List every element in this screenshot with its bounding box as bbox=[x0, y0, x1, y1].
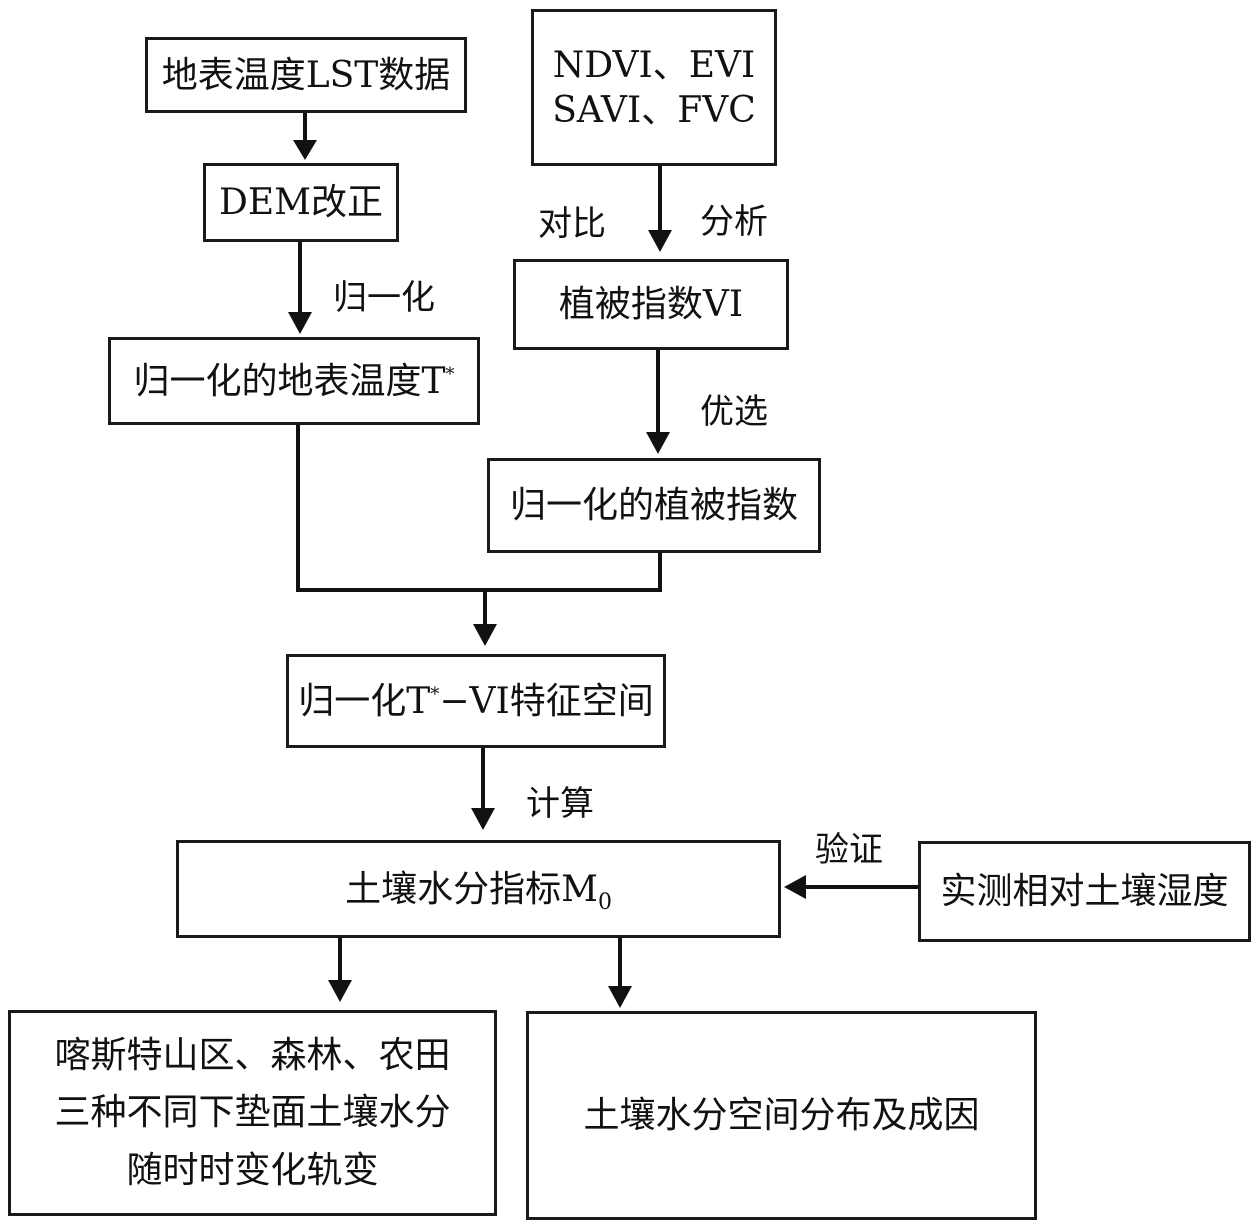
label-normalize: 归一化 bbox=[333, 278, 435, 318]
vegetation-index-box: 植被指数VI bbox=[513, 259, 789, 350]
feature-space-text: 归一化T*−VI特征空间 bbox=[298, 680, 654, 722]
arrow-merge-to-space-head bbox=[473, 624, 497, 646]
temporal-variation-line1: 喀斯特山区、森林、农田 bbox=[54, 1034, 451, 1076]
temporal-variation-box: 喀斯特山区、森林、农田 三种不同下垫面土壤水分 随时时变化轨变 bbox=[8, 1010, 497, 1216]
label-select: 优选 bbox=[700, 392, 768, 432]
vegetation-indices-line2: SAVI、FVC bbox=[552, 89, 756, 131]
lst-data-box: 地表温度LST数据 bbox=[145, 37, 467, 113]
label-calculate: 计算 bbox=[526, 784, 594, 824]
normalized-vi-box: 归一化的植被指数 bbox=[487, 458, 821, 553]
arrow-indices-to-vi-head bbox=[648, 230, 672, 252]
normalized-lst-box: 归一化的地表温度T* bbox=[108, 337, 480, 425]
vegetation-index-text: 植被指数VI bbox=[558, 284, 744, 325]
arrow-lst-to-dem-head bbox=[293, 140, 317, 160]
arrow-smi-to-out2-head bbox=[608, 986, 632, 1008]
dem-correction-text: DEM改正 bbox=[218, 182, 383, 223]
temporal-variation-line3: 随时时变化轨变 bbox=[126, 1149, 379, 1191]
arrow-smi-to-out1-head bbox=[328, 980, 352, 1002]
dem-correction-box: DEM改正 bbox=[203, 163, 399, 242]
normalized-vi-text: 归一化的植被指数 bbox=[509, 485, 798, 526]
label-compare: 对比 bbox=[538, 204, 606, 244]
label-analyze: 分析 bbox=[700, 202, 768, 242]
feature-space-box: 归一化T*−VI特征空间 bbox=[286, 654, 666, 748]
measured-soil-moisture-box: 实测相对土壤湿度 bbox=[918, 841, 1251, 942]
merge-line bbox=[296, 425, 662, 592]
arrow-space-to-smi-head bbox=[471, 808, 495, 830]
soil-moisture-index-text: 土壤水分指标M0 bbox=[345, 868, 612, 915]
soil-moisture-index-box: 土壤水分指标M0 bbox=[176, 840, 781, 938]
arrow-dem-to-normt-head bbox=[288, 312, 312, 334]
spatial-distribution-box: 土壤水分空间分布及成因 bbox=[526, 1011, 1037, 1220]
temporal-variation-line2: 三种不同下垫面土壤水分 bbox=[54, 1092, 451, 1134]
vegetation-indices-box: NDVI、EVI SAVI、FVC bbox=[531, 9, 777, 166]
vegetation-indices-line1: NDVI、EVI bbox=[552, 44, 756, 86]
measured-soil-moisture-text: 实测相对土壤湿度 bbox=[940, 871, 1229, 912]
normalized-lst-text: 归一化的地表温度T* bbox=[133, 360, 455, 402]
arrow-vi-to-normvi-head bbox=[646, 432, 670, 454]
lst-data-text: 地表温度LST数据 bbox=[161, 54, 451, 96]
arrow-measured-to-smi-head bbox=[784, 875, 806, 899]
label-validate: 验证 bbox=[815, 830, 883, 870]
spatial-distribution-text: 土壤水分空间分布及成因 bbox=[583, 1095, 980, 1136]
